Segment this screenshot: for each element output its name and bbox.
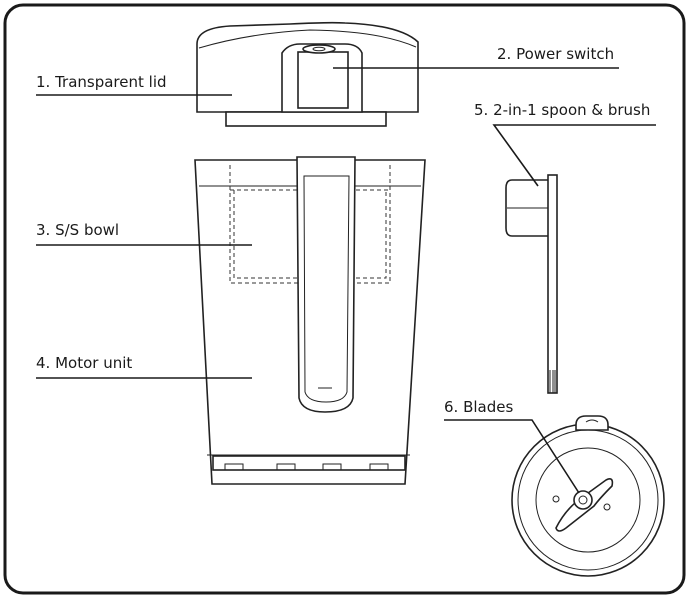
blades-illustration <box>511 415 665 577</box>
label-power-switch: 2. Power switch <box>497 45 614 63</box>
transparent-lid-illustration <box>196 21 419 127</box>
label-blades: 6. Blades <box>444 398 513 416</box>
label-transparent-lid: 1. Transparent lid <box>36 73 167 91</box>
label-spoon-brush: 5. 2-in-1 spoon & brush <box>474 101 650 119</box>
leader-line-spoon-brush <box>492 124 656 187</box>
switch-channel-illustration <box>296 156 356 413</box>
label-ss-bowl: 3. S/S bowl <box>36 221 119 239</box>
spoon-brush-illustration <box>505 174 558 394</box>
leader-line-blades <box>444 419 580 494</box>
label-motor-unit: 4. Motor unit <box>36 354 132 372</box>
